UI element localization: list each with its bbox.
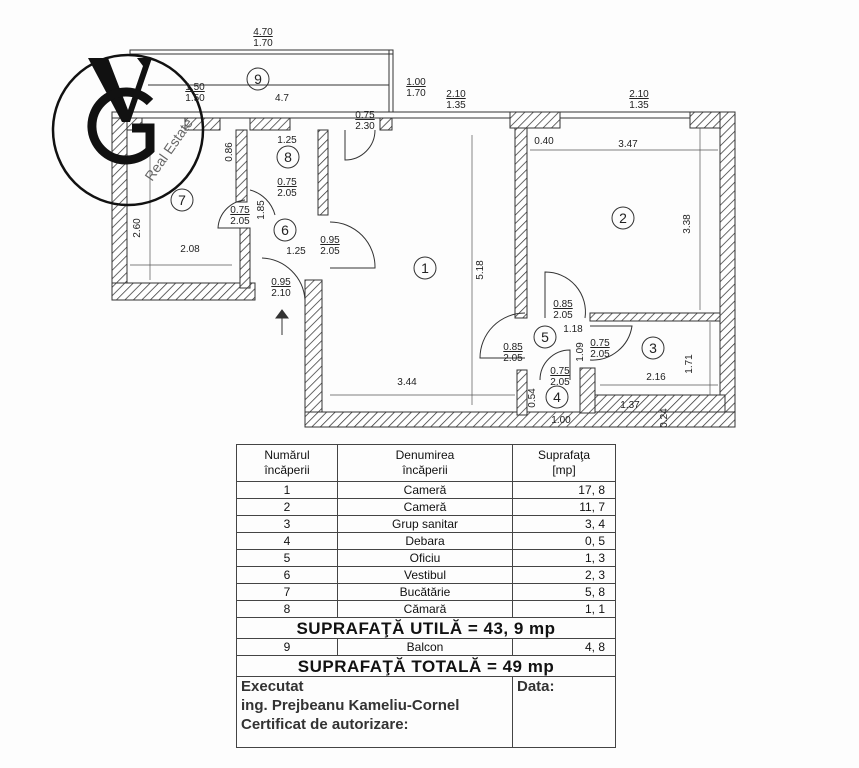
room-name: Grup sanitar (337, 515, 513, 533)
dim-r2-width: 3.47 (618, 139, 638, 150)
dim-r6-width: 1.25 (286, 246, 306, 257)
dimension-lines (130, 128, 718, 405)
dim-r3-len: 1.71 (684, 354, 695, 374)
dim-r1-len: 5.18 (475, 260, 486, 280)
dim-r8-depth: 0.86 (224, 142, 235, 162)
room-number: 4 (236, 532, 338, 550)
dim-balcony-len: 4.7 (275, 93, 289, 104)
room-number: 8 (236, 600, 338, 618)
door-swings (217, 129, 633, 381)
room-area: 5, 8 (512, 583, 616, 601)
room-3-label: 3 (649, 340, 657, 356)
room-2-label: 2 (619, 210, 627, 226)
room-name: Debara (337, 532, 513, 550)
dim-r8-width: 1.25 (277, 135, 297, 146)
dim-r3-bottom: 1.37 (620, 400, 640, 411)
dim-r2-len: 3.38 (682, 214, 693, 234)
room-area: 1, 3 (512, 549, 616, 567)
room-name: Vestibul (337, 566, 513, 584)
walls (111, 49, 736, 428)
room-name: Cameră (337, 498, 513, 516)
dim-r7-height: 2.60 (132, 218, 143, 238)
room-area: 1, 1 (512, 600, 616, 618)
dim-r5-width: 1.18 (563, 324, 583, 335)
room-5-label: 5 (541, 329, 549, 345)
useful-area-total: SUPRAFAŢĂ UTILĂ = 43, 9 mp (236, 617, 616, 639)
room-labels (170, 67, 665, 409)
dim-r1-width: 3.44 (397, 377, 417, 388)
room-area: 0, 5 (512, 532, 616, 550)
room-name: Oficiu (337, 549, 513, 567)
room-name: Balcon (337, 638, 513, 656)
room-name: Cameră (337, 481, 513, 499)
room-4-label: 4 (553, 389, 561, 405)
dim-r7-width: 2.08 (180, 244, 200, 255)
room-8-label: 8 (284, 149, 292, 165)
room-number: 9 (236, 638, 338, 656)
dim-r4-depth: 0.54 (527, 388, 538, 408)
room-number: 5 (236, 549, 338, 567)
entrance-arrow-icon (275, 309, 289, 335)
logo-g-mark (87, 87, 155, 165)
dim-r6-len: 1.85 (256, 200, 267, 220)
dim-r5-len: 1.09 (575, 342, 586, 362)
total-area-row: SUPRAFAŢĂ TOTALĂ = 49 mp (236, 655, 616, 677)
room-9-label: 9 (254, 71, 262, 87)
dim-r4-width: 1.00 (551, 415, 571, 426)
room-number: 2 (236, 498, 338, 516)
room-number: 7 (236, 583, 338, 601)
room-area: 2, 3 (512, 566, 616, 584)
room-1-label: 1 (421, 260, 429, 276)
total-area: SUPRAFAŢĂ TOTALĂ = 49 mp (236, 655, 616, 677)
room-number: 6 (236, 566, 338, 584)
dim-r3-step: 0.24 (659, 408, 670, 428)
dim-r2-offset: 0.40 (534, 136, 554, 147)
room-number: 1 (236, 481, 338, 499)
room-area: 3, 4 (512, 515, 616, 533)
room-6-label: 6 (281, 222, 289, 238)
dim-r3-width: 2.16 (646, 372, 666, 383)
room-area: 17, 8 (512, 481, 616, 499)
room-area: 4, 8 (512, 638, 616, 656)
room-name: Bucătărie (337, 583, 513, 601)
room-number: 3 (236, 515, 338, 533)
room-7-label: 7 (178, 192, 186, 208)
room-name: Cămară (337, 600, 513, 618)
header-room-area: Suprafaţa[mp] (512, 444, 616, 482)
room-area: 11, 7 (512, 498, 616, 516)
useful-area-row: SUPRAFAŢĂ UTILĂ = 43, 9 mp (236, 617, 616, 639)
date-label: Data: (512, 676, 616, 748)
